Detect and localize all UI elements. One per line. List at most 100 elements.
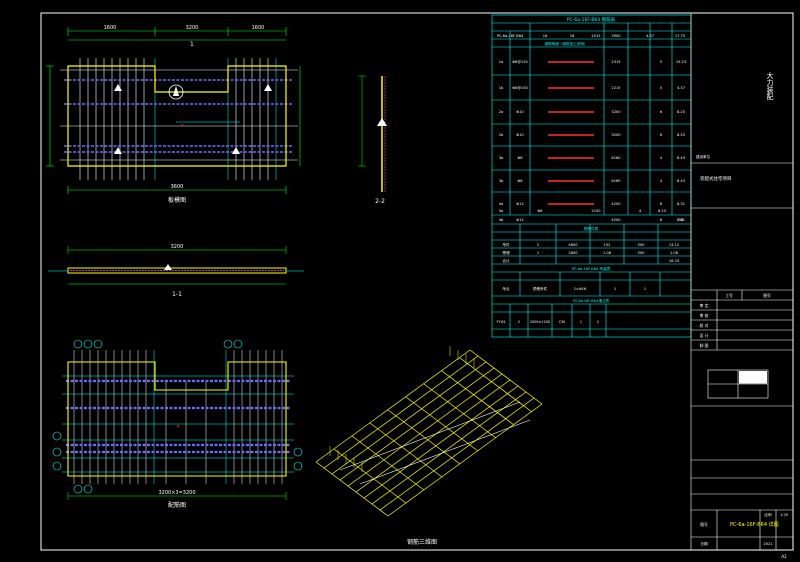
- sign-row-3: 设 计: [700, 333, 709, 338]
- sign-row-0: 审 定: [700, 303, 709, 308]
- row-spec: Φ8: [517, 179, 523, 183]
- row-id: 3a: [499, 156, 504, 160]
- schedule-hdr-6: 17.75: [675, 34, 685, 38]
- row-spec: Φ8: [537, 209, 543, 213]
- schedule-title: PC-6a-16F-B64 钢筋表: [567, 16, 616, 23]
- p2-r1-c5: 1.06: [670, 251, 679, 255]
- drawing-border: [40, 12, 794, 551]
- part4-title: PC-6a-16F-B64 备注表: [573, 298, 610, 303]
- row-len: 2215: [611, 86, 620, 90]
- plan-title: 板模图: [168, 196, 186, 204]
- part3-title: PC-6a-16F-B64 吊装表: [572, 266, 611, 271]
- row-spec: Φ10: [516, 133, 524, 137]
- row-len: 3200: [611, 110, 621, 114]
- plan-dim-right: 1600: [252, 25, 265, 31]
- sign-row-2: 校 对: [700, 323, 709, 328]
- plan-rebar-view: ✕ 3200×3=3200 配筋图: [52, 339, 303, 509]
- sign-row-4: 制 图: [700, 343, 709, 348]
- p2-r2-c0: 合计: [502, 258, 510, 263]
- date-value: 2021: [763, 542, 772, 546]
- p3-r0-c3: 1: [614, 287, 616, 291]
- p3-r0-c4: 1: [644, 287, 646, 291]
- row-spec: Φ12: [516, 202, 523, 206]
- title-block-logo-fill: [739, 371, 767, 384]
- title-block-text: 大力装配 建设单位 装配式住宅项目 工号 图号 审 定 审 核 校 对 设 计 …: [696, 71, 788, 559]
- p2-r1-c1: 1: [537, 251, 539, 255]
- row-id: 1a: [499, 60, 504, 64]
- row-w: 15.23: [676, 60, 686, 64]
- iso-title: 钢筋三维图: [407, 538, 437, 546]
- p2-r0-c1: 2: [537, 243, 539, 247]
- row-len: 4200: [611, 218, 621, 222]
- p3-r0-c1: 预埋吊件: [533, 286, 548, 291]
- row-id: 1b: [499, 86, 504, 90]
- row-spec: Φ8@150: [512, 86, 528, 90]
- schedule-hdr-3: 2515: [591, 34, 600, 38]
- row-w: 8.43: [677, 179, 685, 183]
- date-label: 日期: [700, 541, 708, 546]
- p2-r1-c3: 1.06: [603, 251, 612, 255]
- row-n: 6: [660, 110, 663, 114]
- svg-text:✕: ✕: [176, 424, 180, 430]
- p2-r1-c2: 2800: [568, 251, 578, 255]
- row-spec: Φ12: [516, 218, 523, 222]
- p2-r0-c2: 4800: [568, 243, 578, 247]
- p4-r0-c1: 2: [518, 320, 520, 324]
- p2-r0-c4: 500: [638, 243, 646, 247]
- scale-label: 比例: [764, 512, 772, 517]
- col-label-1: 图号: [763, 293, 771, 298]
- schedule-hdr-2: 16: [570, 34, 575, 38]
- row-n: 4: [660, 156, 663, 160]
- section-2-2-title: 2-2: [375, 198, 385, 205]
- page-size: A2: [781, 554, 787, 559]
- row-w: 8.31: [677, 218, 685, 222]
- part2-title: 预埋件表: [584, 226, 599, 231]
- row-n: 5: [660, 60, 662, 64]
- iso-rebar-view: 钢筋三维图: [315, 346, 543, 546]
- row-id: 3b: [499, 179, 504, 183]
- row-w: 8.31: [677, 202, 685, 206]
- section-1-1: 3200 1-1: [48, 244, 304, 298]
- plan-slab-outline: [67, 65, 287, 167]
- p2-r0-c0: 吊件: [502, 242, 510, 247]
- company-name: 大力装配: [766, 71, 774, 101]
- schedule-table: [491, 14, 692, 338]
- col-label-0: 工号: [725, 293, 733, 298]
- row-n: 6: [660, 202, 663, 206]
- p4-r0-c2: 2000×1200: [530, 320, 550, 324]
- row-len: 3200: [611, 133, 621, 137]
- row-w: 8.25: [677, 110, 685, 114]
- p4-r0-c5: 2: [597, 320, 599, 324]
- section-2-2: 2-2: [358, 75, 387, 205]
- p4-r0-c3: C30: [559, 320, 566, 324]
- p4-r0-c0: YT-B1: [496, 320, 505, 324]
- rebar-title: 配筋图: [168, 501, 186, 509]
- section-1-1-title: 1-1: [172, 291, 182, 298]
- row-id: 4a: [499, 202, 504, 206]
- row-w: 4.37: [677, 86, 685, 90]
- row-len: 2315: [611, 60, 620, 64]
- row-spec: Φ8: [517, 156, 523, 160]
- row-id: 2b: [499, 133, 504, 137]
- p2-r0-c3: 152: [604, 243, 611, 247]
- north-arrow-icon: [168, 84, 184, 100]
- p2-r2-c5: 16.33: [669, 259, 679, 263]
- plan-dim-bottom: 3600: [171, 184, 184, 190]
- row-w: 8.25: [658, 209, 666, 213]
- plan-dim-left: 1600: [104, 25, 117, 31]
- p2-r0-c5: 13.12: [669, 243, 679, 247]
- rebar-dim-bottom: 3200×3=3200: [158, 490, 195, 496]
- p4-r0-c4: 1: [580, 320, 582, 324]
- row-len: 6160: [611, 156, 621, 160]
- row-id: 2a: [499, 110, 504, 114]
- drawing-name: PC-6a-16F-B64 详图: [730, 521, 779, 528]
- project-value: 装配式住宅项目: [700, 175, 732, 182]
- schedule-hdr-4: 3900: [611, 34, 621, 38]
- row-id: 5a: [499, 209, 504, 213]
- project-label: 建设单位: [696, 154, 710, 159]
- plan-section-mark: 1: [190, 41, 194, 48]
- p3-r0-c0: 吊点: [502, 286, 510, 291]
- row-len: 4200: [611, 202, 621, 206]
- row-n: 4: [639, 209, 642, 213]
